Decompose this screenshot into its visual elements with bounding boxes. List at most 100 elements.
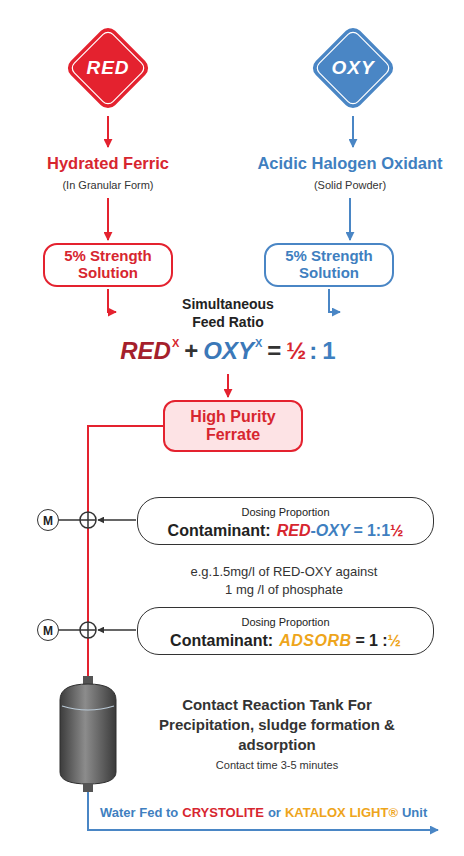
node-text: Dosing Proportion xyxy=(241,616,329,628)
chemical-label: Acidic Halogen Oxidant (Solid Powder) xyxy=(238,150,462,196)
diamond-inner-line xyxy=(69,29,146,106)
node-text: Contaminant: xyxy=(168,522,271,539)
motor-shaft xyxy=(59,629,80,631)
text-row: Simultaneous Feed Ratio xyxy=(120,295,335,331)
node-content: OXY xyxy=(331,57,374,79)
diamond-fill xyxy=(64,24,152,112)
dosing-cross xyxy=(80,512,96,528)
node-text: ½ xyxy=(388,632,401,649)
node-text: 5% Strength Solution xyxy=(277,248,381,281)
motor-shaft xyxy=(59,519,80,521)
flow-connector xyxy=(227,374,229,397)
dosing-point xyxy=(80,512,96,528)
text-row: 5% Strength Solution xyxy=(277,248,381,282)
node-text: (Solid Powder) xyxy=(314,179,386,191)
outlet-text: or xyxy=(268,805,281,820)
flow-connector xyxy=(329,289,340,312)
chemical-label: Hydrated Ferric (In Granular Form) xyxy=(8,150,208,196)
node-text: = xyxy=(354,522,363,539)
node-text: : xyxy=(309,337,317,364)
node-content: Dosing ProportionContaminant:RED-OXY=1:1… xyxy=(168,502,404,540)
text-row: Dosing Proportion xyxy=(168,502,404,520)
node-text: ½ xyxy=(286,337,306,364)
node-text: + xyxy=(184,337,198,364)
node-text: = xyxy=(267,337,281,364)
text-row: OXY xyxy=(331,57,374,79)
node-text: = xyxy=(356,632,365,649)
node-text: 1 xyxy=(322,337,335,364)
feed-diamond: RED xyxy=(62,22,154,114)
node-text: 5% Strength Solution xyxy=(56,248,160,281)
text-row: M xyxy=(43,511,53,529)
text-row: REDX+OXYX=½:1 xyxy=(120,337,335,365)
text-row: Hydrated Ferric xyxy=(47,153,169,174)
node-text: M xyxy=(43,624,53,638)
motor-symbol: M xyxy=(37,509,59,531)
outlet-text: CRYSTOLITE xyxy=(182,805,264,820)
node-text: Simultaneous Feed Ratio xyxy=(173,295,283,331)
outlet-text: Water Fed to xyxy=(100,805,178,820)
flow-connector xyxy=(352,116,354,147)
text-row: (In Granular Form) xyxy=(47,175,169,193)
dosing-point xyxy=(80,622,96,638)
node-text: Dosing Proportion xyxy=(241,506,329,518)
diamond-fill xyxy=(309,24,397,112)
node-text: Contact Reaction Tank For Precipitation,… xyxy=(152,695,402,756)
node-text: 1:1 xyxy=(367,522,390,539)
node-text: RED xyxy=(277,522,311,539)
node-text: High Purity Ferrate xyxy=(178,408,288,445)
text-row: High Purity Ferrate xyxy=(178,408,288,445)
dosing-arrow xyxy=(98,519,136,521)
dosing-note: e.g.1.5mg/l of RED-OXY against 1 mg /l o… xyxy=(186,563,382,598)
dosing-cross xyxy=(80,622,96,638)
node-content: M xyxy=(43,511,53,529)
text-row: Contact Reaction Tank For Precipitation,… xyxy=(152,695,402,756)
text-row: (Solid Powder) xyxy=(257,175,442,193)
node-text: - xyxy=(310,522,315,539)
node-text: RED xyxy=(86,57,129,78)
node-text: M xyxy=(43,514,53,528)
text-row: M xyxy=(43,621,53,639)
flow-connector xyxy=(107,198,109,240)
node-text: OXY xyxy=(203,337,254,364)
node-text: Contact time 3-5 minutes xyxy=(216,759,338,771)
node-content: Acidic Halogen Oxidant (Solid Powder) xyxy=(257,153,442,192)
product-box: High Purity Ferrate xyxy=(163,400,303,452)
outlet-pipe xyxy=(88,790,438,830)
node-content: 5% Strength Solution xyxy=(277,248,381,282)
node-text: Acidic Halogen Oxidant xyxy=(257,154,442,172)
node-text: ½ xyxy=(390,522,403,539)
node-content: Contact Reaction Tank For Precipitation,… xyxy=(152,695,402,774)
node-content: Simultaneous Feed RatioREDX+OXYX=½:1 xyxy=(120,295,335,365)
node-text: X xyxy=(255,337,262,349)
dosing-box: Dosing ProportionContaminant:ADSORB=1 :½ xyxy=(137,607,434,655)
solution-box: 5% Strength Solution xyxy=(43,243,173,287)
node-text: (In Granular Form) xyxy=(62,179,153,191)
tank-nozzle xyxy=(83,783,93,792)
flow-connector xyxy=(107,116,109,147)
node-content: High Purity Ferrate xyxy=(178,408,288,445)
flow-connector xyxy=(108,289,116,312)
feed-diamond: OXY xyxy=(307,22,399,114)
flow-connector xyxy=(349,198,351,240)
outlet-caption: Water Fed toCRYSTOLITEorKATALOX LIGHT®Un… xyxy=(100,805,427,820)
node-text: OXY xyxy=(331,57,374,78)
node-content: RED xyxy=(86,57,129,79)
node-text: ADSORB xyxy=(279,632,351,649)
text-row: Dosing Proportion xyxy=(170,612,401,630)
node-text: RED xyxy=(120,337,171,364)
tank-vessel xyxy=(56,676,120,792)
dosing-box: Dosing ProportionContaminant:RED-OXY=1:1… xyxy=(137,497,434,545)
node-content: 5% Strength Solution xyxy=(56,248,160,282)
tank-seam xyxy=(62,706,114,710)
solution-box: 5% Strength Solution xyxy=(264,243,394,287)
node-content: Hydrated Ferric (In Granular Form) xyxy=(47,153,169,192)
node-text: 1 : xyxy=(369,632,388,649)
outlet-text: KATALOX LIGHT® xyxy=(285,805,398,820)
text-row: Contaminant:RED-OXY=1:1½ xyxy=(168,522,404,540)
node-text: Hydrated Ferric xyxy=(47,154,169,172)
text-row: RED xyxy=(86,57,129,79)
text-row: Contaminant:ADSORB=1 :½ xyxy=(170,632,401,650)
node-text: X xyxy=(172,337,179,349)
